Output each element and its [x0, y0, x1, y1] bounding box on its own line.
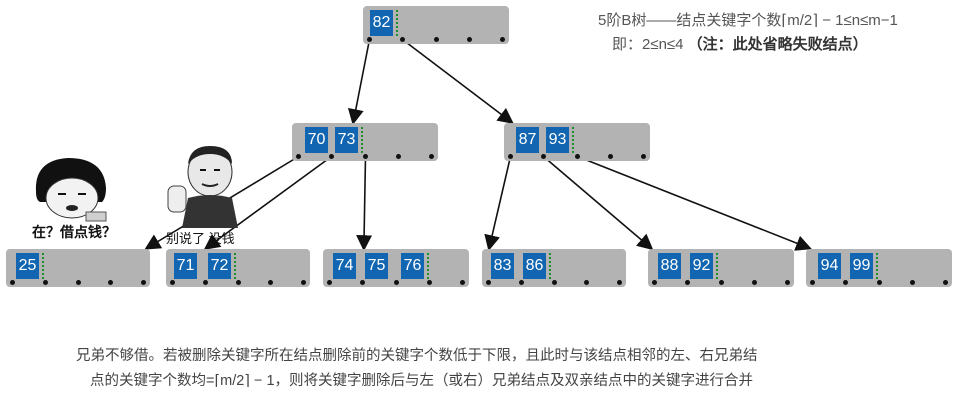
leaf-node-6: 94 99 — [806, 249, 952, 287]
child-pointer-dot — [466, 37, 472, 42]
range-note-remark: （注：此处省略失败结点） — [687, 36, 868, 53]
child-pointer-dot — [367, 37, 372, 42]
child-pointer-dot — [10, 280, 15, 285]
child-pointer-dot — [551, 280, 557, 285]
explanation-line-1: 兄弟不够借。若被删除关键字所在结点删除前的关键字个数低于下限，且此时与该结点相邻… — [76, 348, 758, 364]
meme-caption-left: 在？借点钱？ — [32, 224, 116, 240]
key-cell: 25 — [16, 253, 39, 279]
child-pointer-dot — [718, 280, 724, 285]
key-boundary-separator — [396, 10, 398, 36]
key-boundary-separator — [716, 253, 718, 279]
leaf-node-2: 71 72 — [166, 249, 310, 287]
key-cell: 87 — [516, 127, 539, 153]
key-cell: 82 — [370, 10, 393, 36]
key-cell: 83 — [491, 253, 514, 279]
parent-child-edge — [577, 155, 812, 251]
key-boundary-separator — [549, 253, 551, 279]
leaf-node-1: 25 — [6, 249, 150, 287]
child-pointer-dot — [301, 280, 306, 285]
key-cell: 88 — [658, 253, 681, 279]
child-pointer-dot — [268, 280, 274, 285]
child-pointer-dot — [508, 154, 513, 159]
key-cell: 72 — [208, 253, 231, 279]
child-pointer-dot — [460, 280, 465, 285]
key-boundary-separator — [876, 253, 878, 279]
key-cell: 93 — [546, 127, 569, 153]
child-pointer-dot — [426, 280, 432, 285]
child-pointer-dot — [395, 154, 401, 159]
key-cell: 92 — [690, 253, 713, 279]
meme-caption-right: 别说了 没钱 — [166, 231, 235, 246]
child-pointer-dot — [362, 154, 368, 159]
parent-child-edge — [484, 156, 512, 252]
child-pointer-dot — [170, 280, 175, 285]
parent-child-edge — [356, 156, 373, 252]
leaf-node-5: 88 92 — [648, 249, 794, 287]
child-pointer-dot — [202, 280, 208, 285]
child-pointer-dot — [433, 37, 439, 42]
child-pointer-dot — [541, 154, 547, 159]
parent-child-edge — [402, 38, 514, 124]
key-boundary-separator — [42, 253, 44, 279]
parent-child-edge — [347, 39, 371, 126]
key-cell: 70 — [305, 127, 328, 153]
child-pointer-dot — [652, 280, 657, 285]
child-pointer-dot — [943, 280, 948, 285]
degree-note: 5阶B树——结点关键字个数⌈m/2⌉ − 1≤n≤m−1 — [598, 12, 898, 29]
child-pointer-dot — [235, 280, 241, 285]
child-pointer-dot — [42, 280, 48, 285]
leaf-node-4: 83 86 — [482, 249, 626, 287]
explanation-line-2: 点的关键字个数均=⌈m/2⌉ − 1，则将关键字删除后与左（或右）兄弟结点及双亲… — [90, 373, 754, 389]
key-cell: 86 — [523, 253, 546, 279]
child-pointer-dot — [141, 280, 146, 285]
child-pointer-dot — [327, 280, 332, 285]
parent-child-edge — [203, 155, 332, 250]
child-pointer-dot — [296, 154, 301, 159]
range-note-value: 即：2≤n≤4 — [612, 36, 684, 53]
child-pointer-dot — [400, 37, 406, 42]
root-node: 82 — [363, 6, 509, 44]
child-pointer-dot — [393, 280, 399, 285]
key-boundary-separator — [427, 253, 429, 279]
child-pointer-dot — [518, 280, 524, 285]
child-pointer-dot — [876, 280, 882, 285]
key-cell: 76 — [401, 253, 424, 279]
range-note: 即：2≤n≤4 （注：此处省略失败结点） — [612, 33, 868, 54]
child-pointer-dot — [429, 154, 434, 159]
key-cell: 74 — [333, 253, 356, 279]
key-boundary-separator — [361, 127, 363, 153]
child-pointer-dot — [500, 37, 505, 42]
child-pointer-dot — [751, 280, 757, 285]
parent-child-edge — [542, 155, 654, 251]
child-pointer-dot — [909, 280, 915, 285]
child-pointer-dot — [584, 280, 590, 285]
child-pointer-dot — [685, 280, 691, 285]
child-pointer-dot — [360, 280, 366, 285]
child-pointer-dot — [329, 154, 335, 159]
key-cell: 71 — [174, 253, 197, 279]
meme-face-refusing — [167, 146, 238, 228]
key-cell: 75 — [365, 253, 388, 279]
internal-node-left: 70 73 — [292, 123, 438, 161]
key-boundary-separator — [572, 127, 574, 153]
child-pointer-dot — [486, 280, 491, 285]
child-pointer-dot — [108, 280, 114, 285]
key-cell: 73 — [335, 127, 358, 153]
key-cell: 94 — [818, 253, 841, 279]
meme-face-asking — [35, 158, 107, 222]
child-pointer-dot — [75, 280, 81, 285]
child-pointer-dot — [785, 280, 790, 285]
child-pointer-dot — [810, 280, 815, 285]
child-pointer-dot — [607, 154, 613, 159]
child-pointer-dot — [617, 280, 622, 285]
key-cell: 99 — [850, 253, 873, 279]
internal-node-right: 87 93 — [504, 123, 650, 161]
child-pointer-dot — [574, 154, 580, 159]
child-pointer-dot — [843, 280, 849, 285]
child-pointer-dot — [641, 154, 646, 159]
key-boundary-separator — [234, 253, 236, 279]
leaf-node-3: 74 75 76 — [323, 249, 469, 287]
